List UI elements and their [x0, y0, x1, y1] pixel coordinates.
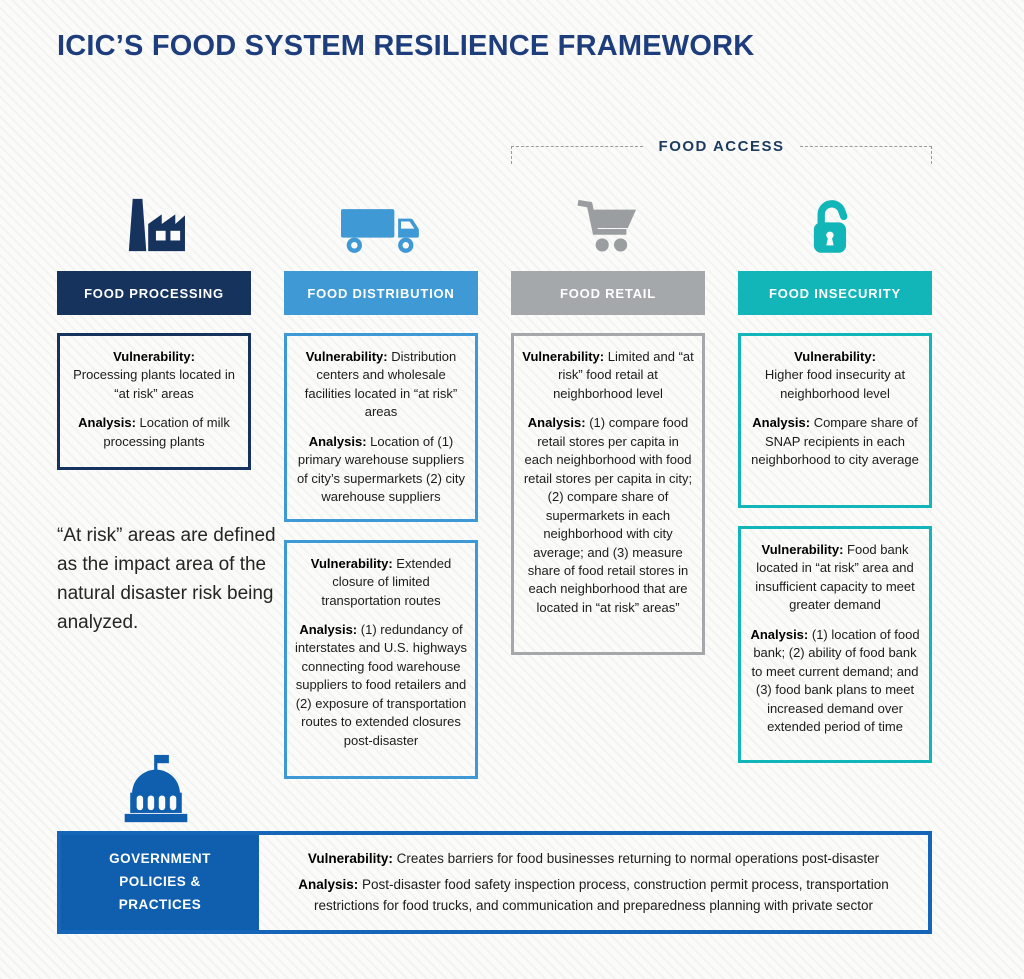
framework-columns: FOOD PROCESSING Vulnerability: Processin… — [57, 175, 932, 779]
vulnerability-value: Extended closure of limited transportati… — [321, 555, 452, 608]
analysis-value: (1) location of food bank; (2) ability o… — [751, 626, 920, 735]
analysis-label: Analysis: — [752, 415, 811, 431]
vulnerability-label: Vulnerability: — [794, 349, 876, 364]
analysis-value: Compare share of SNAP recipients in each… — [751, 415, 919, 468]
food-distribution-box-1: Vulnerability: Distribution centers and … — [284, 333, 478, 522]
column-food-processing: FOOD PROCESSING Vulnerability: Processin… — [57, 175, 251, 779]
factory-icon — [57, 175, 251, 271]
analysis-text: Analysis: Compare share of SNAP recipien… — [749, 414, 921, 469]
food-retail-box: Vulnerability: Limited and “at risk” foo… — [511, 333, 705, 655]
food-access-bracket: FOOD ACCESS — [511, 137, 933, 164]
column-header-food-retail: FOOD RETAIL — [511, 271, 705, 315]
column-header-food-processing: FOOD PROCESSING — [57, 271, 251, 315]
vulnerability-text: Vulnerability: Distribution centers and … — [295, 348, 467, 422]
column-food-insecurity: FOOD INSECURITY Vulnerability: Higher fo… — [738, 175, 932, 779]
vulnerability-label: Vulnerability: — [113, 349, 195, 364]
vulnerability-label: Vulnerability: — [305, 349, 388, 364]
analysis-label: Analysis: — [299, 621, 358, 637]
analysis-label: Analysis: — [78, 415, 136, 431]
vulnerability-label: Vulnerability: — [310, 555, 393, 571]
food-access-label: FOOD ACCESS — [658, 138, 785, 155]
vulnerability-label: Vulnerability: — [522, 349, 605, 364]
at-risk-definition-note: “At risk” areas are defined as the impac… — [57, 525, 276, 633]
vulnerability-value: Limited and “at risk” food retail at nei… — [553, 349, 694, 401]
analysis-label: Analysis: — [298, 877, 359, 893]
analysis-label: Analysis: — [308, 433, 367, 449]
vulnerability-text: Vulnerability: Higher food insecurity at… — [749, 348, 921, 403]
analysis-value: (1) redundancy of interstates and U.S. h… — [295, 621, 467, 748]
analysis-text: Analysis: Location of (1) primary wareho… — [295, 433, 467, 507]
analysis-label: Analysis: — [750, 626, 809, 642]
analysis-text: Analysis: Post-disaster food safety insp… — [285, 875, 902, 916]
dashed-bracket-left — [511, 146, 643, 164]
analysis-text: Analysis: Location of milk processing pl… — [68, 414, 240, 451]
open-padlock-icon — [738, 175, 932, 271]
column-header-food-distribution: FOOD DISTRIBUTION — [284, 271, 478, 315]
vulnerability-value: Distribution centers and wholesale facil… — [304, 349, 458, 420]
government-policies-details: Vulnerability: Creates barriers for food… — [259, 835, 928, 930]
vulnerability-label: Vulnerability: — [761, 542, 844, 557]
analysis-value: Location of (1) primary warehouse suppli… — [296, 433, 466, 505]
vulnerability-text: Vulnerability: Extended closure of limit… — [295, 555, 467, 610]
vulnerability-text: Vulnerability: Creates barriers for food… — [285, 849, 902, 869]
analysis-label: Analysis: — [527, 415, 586, 431]
page-title: ICIC’S FOOD SYSTEM RESILIENCE FRAMEWORK — [57, 30, 755, 62]
vulnerability-text: Vulnerability: Food bank located in “at … — [749, 541, 921, 615]
vulnerability-value: Creates barriers for food businesses ret… — [396, 851, 880, 867]
food-insecurity-box-1: Vulnerability: Higher food insecurity at… — [738, 333, 932, 508]
vulnerability-value: Food bank located in “at risk” area and … — [755, 542, 915, 613]
dashed-bracket-right — [800, 146, 933, 164]
analysis-text: Analysis: (1) redundancy of interstates … — [295, 621, 467, 750]
column-food-retail: FOOD RETAIL Vulnerability: Limited and “… — [511, 175, 705, 779]
vulnerability-text: Vulnerability: Processing plants located… — [68, 348, 240, 403]
analysis-text: Analysis: (1) compare food retail stores… — [522, 414, 694, 617]
analysis-value: (1) compare food retail stores per capit… — [523, 415, 693, 615]
truck-icon — [284, 175, 478, 271]
vulnerability-value: Processing plants located in “at risk” a… — [73, 367, 235, 401]
food-insecurity-box-2: Vulnerability: Food bank located in “at … — [738, 526, 932, 763]
government-policies-label: GOVERNMENT POLICIES & PRACTICES — [61, 835, 259, 930]
food-processing-box: Vulnerability: Processing plants located… — [57, 333, 251, 470]
column-food-distribution: FOOD DISTRIBUTION Vulnerability: Distrib… — [284, 175, 478, 779]
shopping-cart-icon — [511, 175, 705, 271]
vulnerability-label: Vulnerability: — [307, 851, 393, 867]
food-distribution-box-2: Vulnerability: Extended closure of limit… — [284, 539, 478, 779]
analysis-value: Location of milk processing plants — [103, 415, 230, 449]
government-policies-box: GOVERNMENT POLICIES & PRACTICES Vulnerab… — [57, 831, 932, 934]
column-header-food-insecurity: FOOD INSECURITY — [738, 271, 932, 315]
analysis-value: Post-disaster food safety inspection pro… — [313, 877, 889, 913]
vulnerability-value: Higher food insecurity at neighborhood l… — [764, 367, 906, 401]
analysis-text: Analysis: (1) location of food bank; (2)… — [749, 626, 921, 737]
capitol-icon — [121, 752, 191, 826]
vulnerability-text: Vulnerability: Limited and “at risk” foo… — [522, 348, 694, 403]
